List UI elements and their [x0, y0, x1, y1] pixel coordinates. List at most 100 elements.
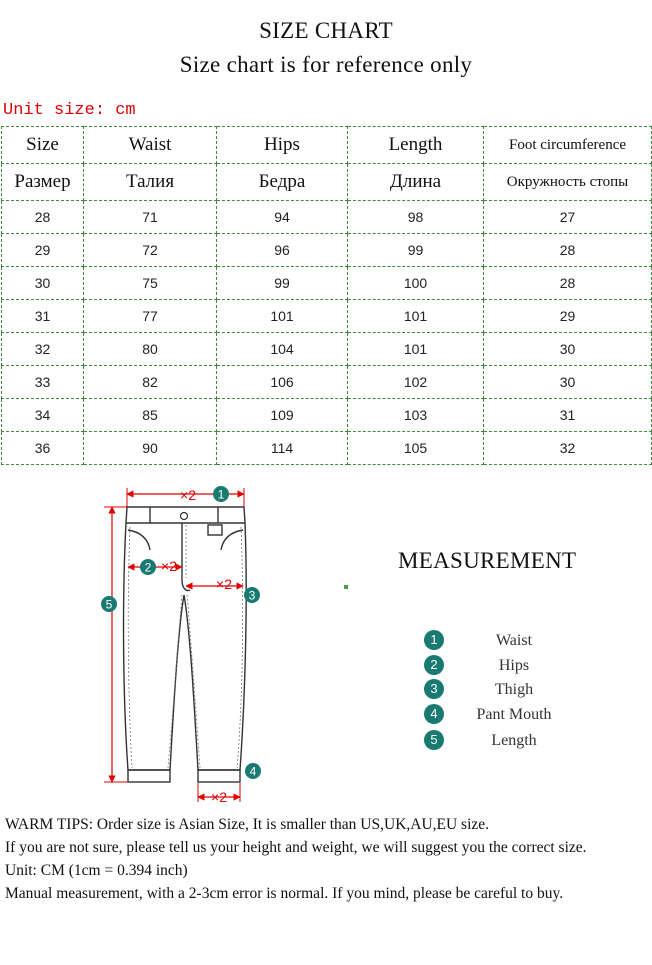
pants-outline: [122, 506, 247, 783]
table-cell: 77: [83, 299, 217, 333]
header-cell: Талия: [83, 163, 217, 201]
hips-times-two: ×2: [161, 558, 177, 574]
number-5-icon: 5: [424, 730, 444, 750]
table-cell: 101: [216, 299, 348, 333]
table-cell: 29: [1, 233, 84, 267]
legend-item-length: 5 Length: [424, 730, 644, 752]
stitching: [127, 525, 244, 769]
table-cell: 99: [347, 233, 484, 267]
table-cell: 30: [483, 365, 652, 399]
header-cell: Foot circumference: [483, 126, 652, 164]
svg-text:2: 2: [145, 561, 152, 575]
marker-3-icon: 3: [244, 587, 260, 603]
table-cell: 101: [347, 299, 484, 333]
header-cell: Hips: [216, 126, 348, 164]
svg-text:5: 5: [106, 598, 113, 612]
unit-label: Unit size: cm: [3, 101, 136, 120]
table-cell: 28: [483, 233, 652, 267]
table-cell: 30: [1, 266, 84, 300]
legend-item-waist: 1 Waist: [424, 630, 644, 652]
table-cell: 96: [216, 233, 348, 267]
table-cell: 94: [216, 200, 348, 234]
number-2-icon: 2: [424, 655, 444, 675]
table-cell: 71: [83, 200, 217, 234]
tip-line: If you are not sure, please tell us your…: [5, 839, 587, 856]
button-icon: [179, 511, 189, 521]
tip-line: Unit: CM (1cm = 0.394 inch): [5, 862, 188, 879]
legend-label: Pant Mouth: [476, 706, 552, 723]
table-cell: 27: [483, 200, 652, 234]
svg-text:1: 1: [218, 488, 225, 502]
table-cell: 100: [347, 266, 484, 300]
measurement-title: MEASUREMENT: [398, 548, 577, 573]
table-cell: 33: [1, 365, 84, 399]
table-cell: 82: [83, 365, 217, 399]
table-cell: 28: [483, 266, 652, 300]
mouth-times-two: ×2: [211, 789, 227, 805]
table-cell: 114: [216, 431, 348, 465]
marker-1-icon: 1: [213, 486, 229, 502]
table-header-en: Size Waist Hips Length Foot circumferenc…: [1, 126, 652, 164]
header-cell: Окружность стопы: [483, 163, 652, 201]
marker-5-icon: 5: [101, 596, 117, 612]
legend-label: Hips: [498, 657, 530, 674]
table-cell: 104: [216, 332, 348, 366]
table-header-ru: Размер Талия Бедра Длина Окружность стоп…: [1, 163, 652, 201]
header-cell: Размер: [1, 163, 84, 201]
table-cell: 31: [1, 299, 84, 333]
tip-line: Manual measurement, with a 2-3cm error i…: [5, 885, 564, 902]
waist-times-two: ×2: [180, 487, 196, 503]
table-cell: 85: [83, 398, 217, 432]
number-1-icon: 1: [424, 630, 444, 650]
table-cell: 106: [216, 365, 348, 399]
header-cell: Size: [1, 126, 84, 164]
legend-item-pant-mouth: 4 Pant Mouth: [424, 704, 644, 726]
table-cell: 34: [1, 398, 84, 432]
svg-text:3: 3: [249, 589, 256, 603]
header-cell: Длина: [347, 163, 484, 201]
header-cell: Length: [347, 126, 484, 164]
thigh-times-two: ×2: [216, 576, 232, 592]
table-cell: 32: [1, 332, 84, 366]
table-cell: 105: [347, 431, 484, 465]
table-cell: 32: [483, 431, 652, 465]
legend-label: Thigh: [494, 681, 534, 698]
legend-item-thigh: 3 Thigh: [424, 679, 644, 701]
warm-tips: WARM TIPS: Order size is Asian Size, It …: [5, 813, 650, 905]
header-cell: Бедра: [216, 163, 348, 201]
table-cell: 31: [483, 398, 652, 432]
marker-4-icon: 4: [245, 763, 261, 779]
marker-2-icon: 2: [140, 559, 156, 575]
pants-diagram: ×2 1 ×2 2 ×2 3 5 ×2 4: [101, 486, 261, 805]
table-cell: 28: [1, 200, 84, 234]
legend-label: Waist: [495, 632, 533, 649]
table-cell: 36: [1, 431, 84, 465]
table-cell: 98: [347, 200, 484, 234]
tip-line: WARM TIPS: Order size is Asian Size, It …: [5, 816, 490, 833]
table-cell: 101: [347, 332, 484, 366]
size-table: Size Waist Hips Length Foot circumferenc…: [1, 126, 652, 465]
page-title: SIZE CHART: [259, 18, 393, 43]
table-cell: 72: [83, 233, 217, 267]
number-3-icon: 3: [424, 679, 444, 699]
green-dot: [344, 585, 348, 589]
header-cell: Waist: [83, 126, 217, 164]
table-cell: 29: [483, 299, 652, 333]
table-cell: 75: [83, 266, 217, 300]
page-subtitle: Size chart is for reference only: [179, 52, 473, 77]
table-cell: 109: [216, 398, 348, 432]
number-4-icon: 4: [424, 704, 444, 724]
table-cell: 90: [83, 431, 217, 465]
legend-item-hips: 2 Hips: [424, 655, 644, 677]
table-cell: 80: [83, 332, 217, 366]
table-cell: 102: [347, 365, 484, 399]
table-cell: 30: [483, 332, 652, 366]
